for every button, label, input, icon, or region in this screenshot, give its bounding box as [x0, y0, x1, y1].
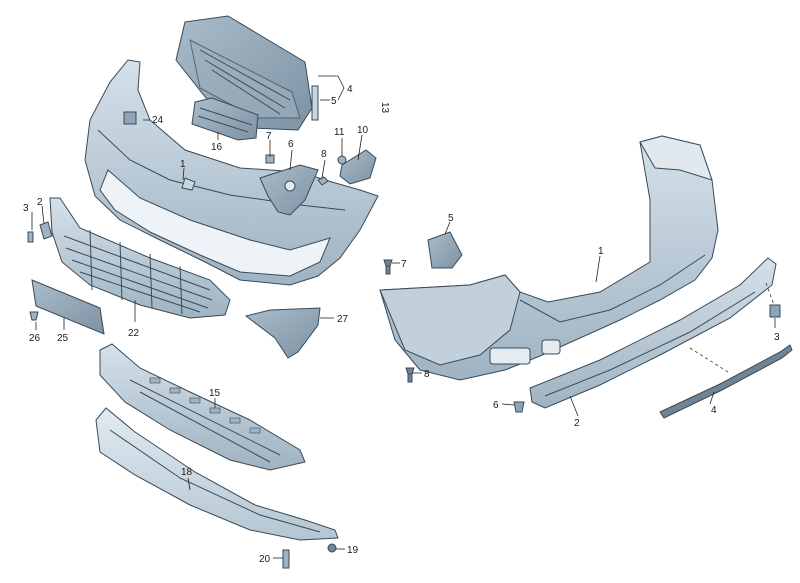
- label-rear-6: 6: [493, 400, 499, 411]
- rear-fasteners: [383, 259, 781, 413]
- label-front-4: 4: [347, 84, 353, 95]
- label-rear-4: 4: [711, 405, 717, 416]
- front-lower-spoiler-part: [95, 407, 339, 541]
- label-front-1: 1: [180, 159, 186, 170]
- label-front-11: 11: [334, 127, 345, 138]
- label-front-19: 19: [347, 545, 359, 556]
- label-rear-3: 3: [774, 332, 780, 343]
- label-front-16: 16: [211, 142, 223, 153]
- front-corner-trim-part: [244, 307, 321, 359]
- label-front-26: 26: [29, 333, 41, 344]
- label-front-20: 20: [259, 554, 271, 565]
- label-front-3: 3: [23, 203, 29, 214]
- label-front-27: 27: [337, 314, 349, 325]
- label-front-5: 5: [331, 96, 337, 107]
- rear-diffuser-part: [529, 257, 777, 409]
- label-rear-5: 5: [448, 213, 454, 224]
- label-front-8: 8: [321, 149, 327, 160]
- label-front-15: 15: [209, 388, 221, 399]
- rear-bumper-cover-part: [379, 135, 719, 381]
- front-fasteners: [27, 85, 337, 569]
- front-skid-plate-part: [99, 343, 306, 471]
- label-front-25: 25: [57, 333, 69, 344]
- label-rear-8: 8: [424, 369, 430, 380]
- front-side-bracket-part: [259, 164, 319, 216]
- label-rear-1: 1: [598, 246, 604, 257]
- label-front-18: 18: [181, 467, 193, 478]
- label-front-13: 13: [379, 102, 390, 114]
- label-front-2: 2: [37, 197, 43, 208]
- callout-labels: 1 2 3 4 5 6 7 8 10 11 13 15 16 18 19 20 …: [23, 84, 780, 565]
- label-rear-7: 7: [401, 259, 407, 270]
- label-front-7: 7: [266, 131, 272, 142]
- front-bracket-clip-part: [337, 149, 377, 185]
- front-bumper-cover-part: [84, 59, 379, 286]
- front-plate-bracket-part: [31, 279, 105, 335]
- front-upper-carrier-part: [175, 15, 313, 131]
- front-lower-grille-part: [49, 197, 231, 319]
- leader-lines: [31, 75, 776, 559]
- label-front-6: 6: [288, 139, 294, 150]
- label-front-22: 22: [128, 328, 140, 339]
- label-front-24: 24: [152, 115, 164, 126]
- label-front-10: 10: [357, 125, 369, 136]
- label-rear-2: 2: [574, 418, 580, 429]
- rear-tow-cover-part: [427, 231, 463, 269]
- rear-trim-strip-part: [659, 344, 793, 419]
- front-grille-bar-part: [191, 97, 259, 141]
